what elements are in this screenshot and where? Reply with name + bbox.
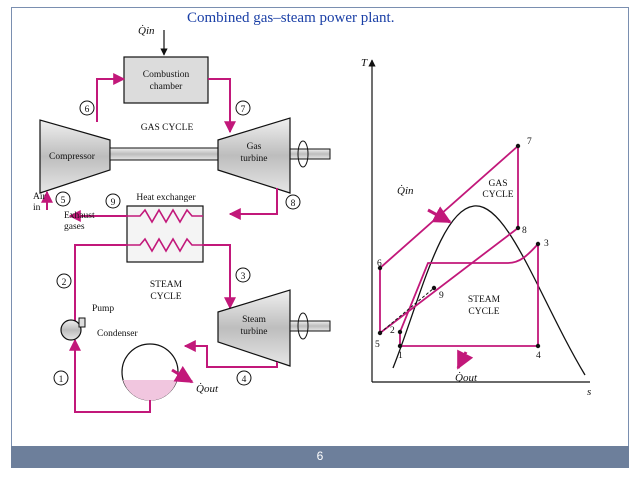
state-label-1: 1 <box>59 375 64 385</box>
ts-point-8 <box>515 225 521 231</box>
ts-point-7 <box>515 143 521 149</box>
combustion-chamber-label-1: Combustion <box>143 70 190 80</box>
gas-exhaust-dashed <box>379 287 435 334</box>
pump-outlet <box>78 317 86 328</box>
state-label-8: 8 <box>291 199 296 209</box>
air-in-label-2: in <box>33 203 41 213</box>
page-number: 6 <box>316 449 324 463</box>
steam-turbine-label-1: Steam <box>242 315 266 325</box>
rotation-icon <box>297 140 309 168</box>
ts-label-9: 9 <box>439 291 444 301</box>
ts-point-1 <box>397 343 403 349</box>
pipe-state-1 <box>69 338 151 413</box>
pipe-state-4 <box>183 340 278 368</box>
ts-heat-out-arrow <box>456 349 474 370</box>
ts-label-4: 4 <box>536 351 541 361</box>
gas-turbine-label-1: Gas <box>247 142 262 152</box>
state-marker-4 <box>236 370 252 386</box>
ts-label-1: 1 <box>398 351 403 361</box>
ts-point-2 <box>397 329 403 335</box>
state-label-5: 5 <box>61 196 66 206</box>
ts-label-5: 5 <box>375 340 380 350</box>
steam-turbine-label-2: turbine <box>241 327 268 337</box>
heat-out-label: Q̇out <box>196 383 219 395</box>
state-label-4: 4 <box>242 375 247 385</box>
state-marker-8 <box>285 194 301 210</box>
slide-title: Combined gas–steam power plant. <box>187 10 395 26</box>
compressor-label: Compressor <box>49 152 96 162</box>
heat-out-arrow <box>171 365 194 384</box>
gas-turbine-label-2: turbine <box>241 154 268 164</box>
output-shaft-steam <box>289 320 331 332</box>
exhaust-label-2: gases <box>64 222 85 232</box>
hx-gas-coil <box>127 208 203 224</box>
heat-in-label: Q̇in <box>138 25 155 37</box>
ts-label-7: 7 <box>527 137 532 147</box>
saturation-dome <box>392 205 586 376</box>
state-label-6: 6 <box>85 105 90 115</box>
ts-point-3 <box>535 241 541 247</box>
ts-label-8: 8 <box>522 226 527 236</box>
gas-turbine <box>217 117 291 194</box>
ts-label-6: 6 <box>377 259 382 269</box>
schematic: Q̇in Combustion chamber GAS CYCLE Compre… <box>33 25 331 413</box>
steam-cycle-label-1: STEAM <box>150 280 183 290</box>
output-shaft-gas <box>289 148 331 160</box>
ts-steam-cycle-label-2: CYCLE <box>468 307 499 317</box>
pipe-state-8 <box>228 188 278 220</box>
combustion-chamber <box>123 56 209 104</box>
ts-diagram: T s Q̇in Q̇out GAS CYCLE STEAM CYCLE 1 2… <box>361 57 591 398</box>
steam-cycle-label-2: CYCLE <box>150 292 181 302</box>
s-axis-label: s <box>587 386 591 398</box>
state-marker-7 <box>235 100 251 116</box>
state-label-7: 7 <box>241 105 246 115</box>
pump <box>60 319 82 341</box>
pipe-state-3 <box>203 244 236 310</box>
state-marker-9 <box>105 193 121 209</box>
steam-turbine <box>217 289 291 367</box>
pump-label: Pump <box>92 304 114 314</box>
ts-heat-in-label: Q̇in <box>397 185 414 197</box>
ts-point-4 <box>535 343 541 349</box>
compressor <box>39 119 111 194</box>
pipe-state-6 <box>96 73 126 122</box>
ts-heat-out-label: Q̇out <box>455 372 478 384</box>
ts-gas-cycle-label-2: CYCLE <box>482 190 513 200</box>
state-marker-5 <box>55 191 71 207</box>
ts-steam-cycle-label-1: STEAM <box>468 295 501 305</box>
ts-label-2: 2 <box>390 326 395 336</box>
slide-footer: 6 <box>11 446 629 468</box>
ts-point-5 <box>377 330 383 336</box>
combustion-chamber-label-2: chamber <box>150 82 184 92</box>
gas-cycle-label: GAS CYCLE <box>141 123 194 133</box>
gas-shaft <box>109 147 219 161</box>
ts-point-9 <box>431 285 437 291</box>
state-label-2: 2 <box>62 278 67 288</box>
hx-steam-coil <box>127 237 203 253</box>
state-marker-6 <box>79 100 95 116</box>
state-label-9: 9 <box>111 198 116 208</box>
ts-label-3: 3 <box>544 239 549 249</box>
ts-gas-cycle-label-1: GAS <box>488 179 507 189</box>
pipe-state-2 <box>74 244 127 322</box>
heat-exchanger-label: Heat exchanger <box>136 193 196 203</box>
ts-state-points: 1 2 3 4 5 6 7 8 9 <box>375 137 549 361</box>
exhaust-label-1: Exhaust <box>64 211 95 221</box>
state-marker-3 <box>235 267 251 283</box>
state-marker-2 <box>56 273 72 289</box>
ts-point-6 <box>377 265 383 271</box>
ts-heat-in-arrow <box>427 206 452 224</box>
air-in-label-1: Air <box>33 192 47 202</box>
pipe-state-7 <box>208 78 236 134</box>
condenser-liquid <box>123 380 177 401</box>
t-axis-label: T <box>361 57 368 69</box>
state-markers: 1 2 3 4 5 6 7 8 9 <box>53 100 301 386</box>
rotation-icon <box>297 312 309 340</box>
condenser-label: Condenser <box>97 329 138 339</box>
state-label-3: 3 <box>241 272 246 282</box>
state-marker-1 <box>53 370 69 386</box>
